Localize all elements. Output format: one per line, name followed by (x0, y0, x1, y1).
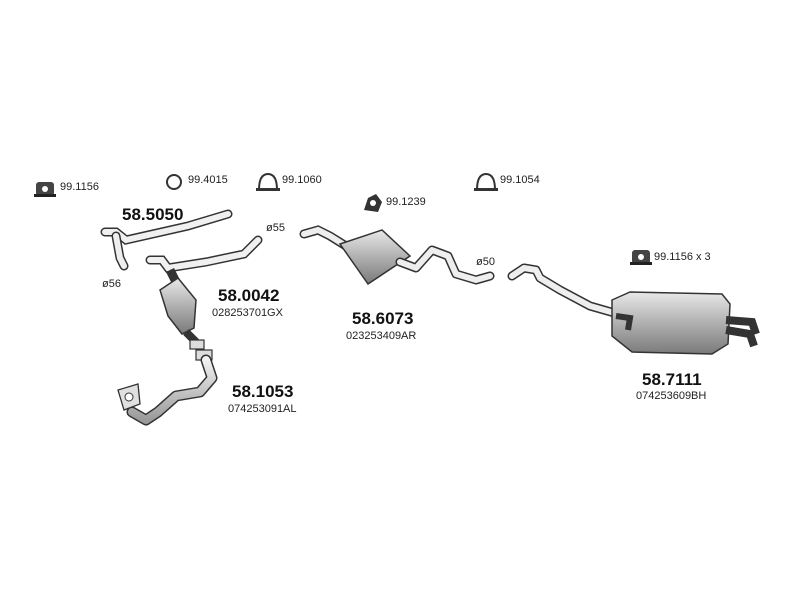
accessory-code: 99.1060 (282, 174, 322, 186)
part-number: 58.6073 (352, 309, 414, 328)
part-number: 58.0042 (218, 286, 280, 305)
diameter-label: ø56 (102, 278, 121, 290)
oem-number: 023253409AR (346, 330, 417, 342)
diameter-label: ø55 (266, 222, 285, 234)
ring-gasket-icon (166, 174, 182, 190)
accessory-code: 99.1156 (60, 181, 99, 193)
accessory-code: 99.1156 x 3 (654, 251, 711, 263)
oem-number: 074253609BH (636, 390, 707, 402)
oem-number: 028253701GX (212, 307, 283, 319)
part-number: 58.7111 (642, 370, 702, 389)
part-number: 58.1053 (232, 382, 294, 401)
accessory-code: 99.1239 (386, 196, 426, 208)
oem-number: 074253091AL (228, 403, 297, 415)
clamp-icon (256, 172, 280, 191)
diameter-label: ø50 (476, 256, 495, 268)
middle-silencer-58-6073 (299, 225, 495, 286)
front-pipe-58-5050 (100, 209, 233, 271)
catalytic-converter-58-0042 (145, 235, 263, 350)
clamp-icon (474, 172, 498, 191)
down-pipe-58-1053 (117, 349, 218, 426)
rubber-hanger-icon (630, 250, 652, 265)
part-number: 58.5050 (122, 205, 184, 224)
rubber-hanger-icon (34, 182, 56, 197)
accessory-code: 99.4015 (188, 174, 228, 186)
accessory-code: 99.1054 (500, 174, 540, 186)
rear-silencer-58-7111 (507, 263, 760, 355)
rubber-mount-icon (364, 194, 382, 212)
